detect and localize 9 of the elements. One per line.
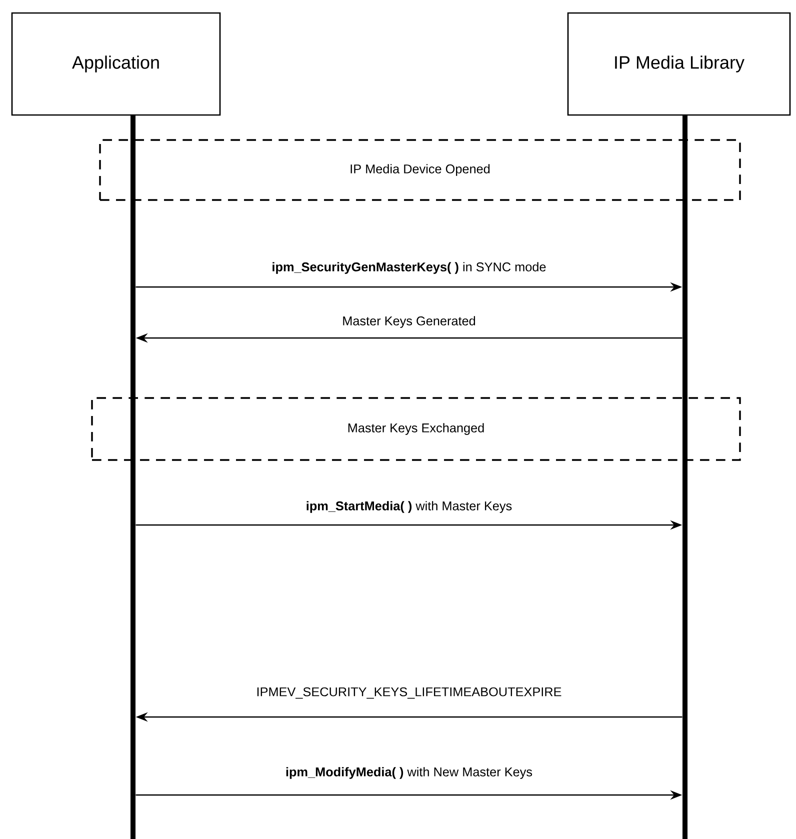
edge-label: IPMEV_SECURITY_KEYS_LIFETIMEABOUTEXPIRE [254, 686, 564, 700]
participant-box: IP Media Library [567, 12, 791, 116]
edge-label: ipm_ModifyMedia( ) with New Master Keys [284, 766, 534, 780]
edge-label: ipm_StartMedia( ) with Master Keys [304, 500, 514, 514]
edge-label: ipm_SecurityGenMasterKeys( ) in SYNC mode [270, 260, 548, 276]
edge-label: Master Keys Generated [340, 314, 478, 330]
state-box: Master Keys Exchanged [91, 397, 741, 461]
participant-box: Application [11, 12, 221, 116]
state-box: IP Media Device Opened [99, 139, 741, 201]
